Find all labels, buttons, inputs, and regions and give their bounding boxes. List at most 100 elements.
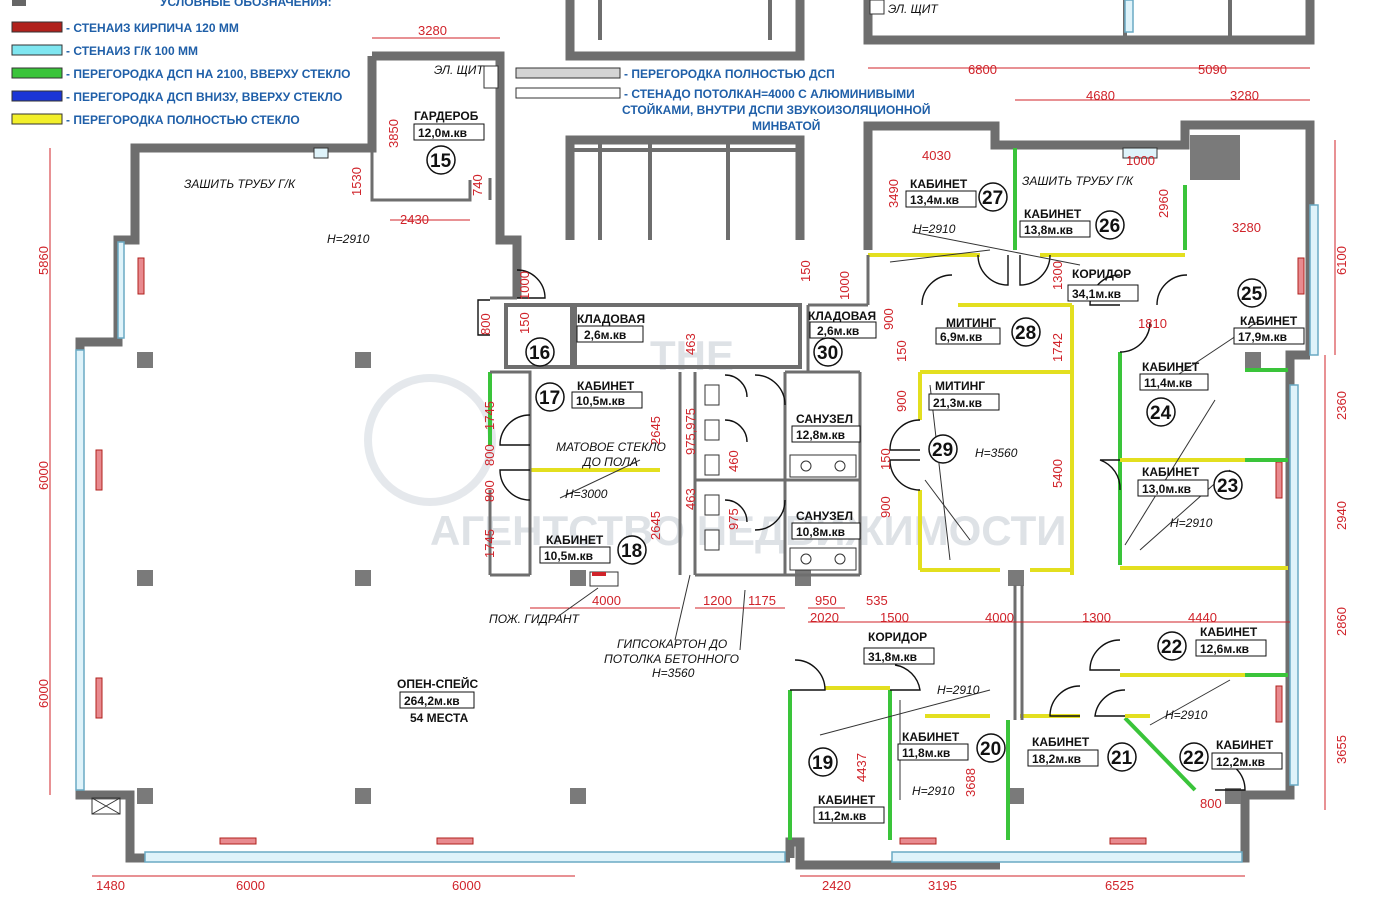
- room-23-area-box: [1137, 479, 1209, 497]
- dim-6100: 6100: [1334, 246, 1349, 275]
- room-19-number: 19: [812, 753, 833, 774]
- dim-2940: 2940: [1334, 501, 1349, 530]
- dim-1000-c: 1000: [1126, 153, 1155, 168]
- room-16-area-box: [576, 325, 644, 343]
- note-hydrant: ПОЖ. ГИДРАНТ: [489, 612, 581, 626]
- wc-2-name: САНУЗЕЛ: [796, 509, 853, 523]
- dim-150-b: 150: [798, 260, 813, 282]
- sanitary-fixtures: [704, 384, 857, 571]
- dim-3655: 3655: [1334, 735, 1349, 764]
- dim-2430: 2430: [400, 212, 429, 227]
- dim-3688: 3688: [963, 768, 978, 797]
- room-labels: ГАРДЕРОБ 12,0м.кв 15 КЛАДОВАЯ 2,6м.кв 16…: [397, 109, 1305, 824]
- note-h2910-b: Н=2910: [913, 222, 956, 236]
- room-24-name: КАБИНЕТ: [1142, 360, 1200, 374]
- dim-5090: 5090: [1198, 62, 1227, 77]
- note-h3560-b: Н=3560: [652, 666, 695, 680]
- wc-2-area: 10,8м.кв: [796, 525, 845, 539]
- dim-463-a: 463: [683, 333, 698, 355]
- room-27-marker: [978, 182, 1008, 212]
- room-22b-marker: [1179, 742, 1209, 772]
- room-25-marker: [1237, 278, 1267, 308]
- room-18-area: 10,5м.кв: [544, 549, 593, 563]
- dim-1200: 1200: [703, 593, 732, 608]
- dim-150-c: 150: [894, 340, 909, 362]
- corridor-1-name: КОРИДОР: [1072, 267, 1131, 281]
- dim-3280-top: 3280: [418, 23, 447, 38]
- legend: УСЛОВНЫЕ ОБОЗНАЧЕНИЯ: - СТЕНАИЗ КИРПИЧА …: [11, 0, 930, 133]
- dim-6000-bottom-1: 6000: [236, 878, 265, 893]
- room-19-name: КАБИНЕТ: [818, 793, 876, 807]
- room-25-area-box: [1233, 327, 1305, 345]
- room-22b-area-box: [1211, 752, 1283, 770]
- room-17-number: 17: [539, 388, 560, 409]
- room-28-name: МИТИНГ: [946, 316, 996, 330]
- room-20-area-box: [897, 743, 969, 761]
- watermark-text-2: АГЕНТСТВО НЕДВИЖИМОСТИ: [430, 507, 1066, 554]
- room-23-area: 13,0м.кв: [1142, 482, 1191, 496]
- note-h3560-a: Н=3560: [975, 446, 1018, 460]
- room-21-area-box: [1027, 749, 1099, 767]
- dim-6525: 6525: [1105, 878, 1134, 893]
- dim-1745-a: 1745: [482, 401, 497, 430]
- dim-1000-b: 1000: [837, 271, 852, 300]
- dim-1480: 1480: [96, 878, 125, 893]
- wc-1-name: САНУЗЕЛ: [796, 412, 853, 426]
- dim-800-a: 800: [478, 313, 493, 335]
- dim-535: 535: [866, 593, 888, 608]
- room-20-name: КАБИНЕТ: [902, 730, 960, 744]
- dim-2360: 2360: [1334, 391, 1349, 420]
- room-27-area: 13,4м.кв: [910, 193, 959, 207]
- room-22b-number: 22: [1183, 748, 1204, 769]
- room-24-number: 24: [1150, 403, 1172, 424]
- watermark-text-1: THE: [650, 332, 734, 379]
- room-24-area-box: [1139, 373, 1209, 391]
- electrical-shield: [483, 0, 885, 89]
- room-16-marker: [525, 337, 555, 367]
- room-19-area: 11,2м.кв: [818, 809, 866, 823]
- corridor-2-area-box: [863, 647, 935, 665]
- dimension-labels: 3280 6800 5090 4680 3280 4030 2430 3280 …: [36, 23, 1349, 893]
- note-pipe-right: ЗАШИТЬ ТРУБУ Г/К: [1022, 174, 1134, 188]
- dim-150-a: 150: [517, 312, 532, 334]
- dim-5400: 5400: [1050, 459, 1065, 488]
- note-frosted-glass: МАТОВОЕ СТЕКЛО: [556, 440, 666, 454]
- dim-1500: 1500: [880, 610, 909, 625]
- doors: [477, 254, 1246, 791]
- corridor-2-area: 31,8м.кв: [868, 650, 917, 664]
- room-25-name: КАБИНЕТ: [1240, 314, 1298, 328]
- dim-3490: 3490: [886, 179, 901, 208]
- room-23-number: 23: [1217, 476, 1238, 497]
- dim-1300-b: 1300: [1082, 610, 1111, 625]
- room-26-area: 13,8м.кв: [1024, 223, 1073, 237]
- dim-800-d: 800: [1200, 796, 1222, 811]
- room-24-marker: [1146, 397, 1176, 427]
- dim-2645-b: 2645: [648, 511, 663, 540]
- room-22a-area-box: [1195, 639, 1267, 657]
- note-h2910-d: Н=2910: [937, 683, 980, 697]
- dim-975-a: 975,975: [683, 408, 698, 455]
- legend-item-dsp-glass: - ПЕРЕГОРОДКА ДСП ВНИЗУ, ВВЕРХУ СТЕКЛО: [66, 90, 342, 104]
- room-22a-number: 22: [1161, 637, 1182, 658]
- dim-2420: 2420: [822, 878, 851, 893]
- note-h2910-c: Н=2910: [1170, 516, 1213, 530]
- note-h2910-a: Н=2910: [327, 232, 370, 246]
- room-18-name: КАБИНЕТ: [546, 533, 604, 547]
- room-21-name: КАБИНЕТ: [1032, 735, 1090, 749]
- room-18-area-box: [539, 546, 611, 564]
- room-22a-name: КАБИНЕТ: [1200, 625, 1258, 639]
- room-26-name: КАБИНЕТ: [1024, 207, 1082, 221]
- room-15-area-box: [413, 123, 485, 141]
- note-h2910-e: Н=2910: [1165, 708, 1208, 722]
- room-16-area: 2,6м.кв: [584, 328, 626, 342]
- room-26-marker: [1095, 210, 1125, 240]
- dim-4437: 4437: [854, 753, 869, 782]
- dim-1300-a: 1300: [1050, 261, 1065, 290]
- dim-4000-a: 4000: [592, 593, 621, 608]
- hydrant: [559, 571, 619, 616]
- legend-item-dsp2100: - ПЕРЕГОРОДКА ДСП НА 2100, ВВЕРХУ СТЕКЛО: [66, 67, 351, 81]
- dim-950: 950: [815, 593, 837, 608]
- dim-150-d: 150: [878, 448, 893, 470]
- room-28-area-box: [935, 327, 1001, 345]
- room-30-marker: [813, 337, 843, 367]
